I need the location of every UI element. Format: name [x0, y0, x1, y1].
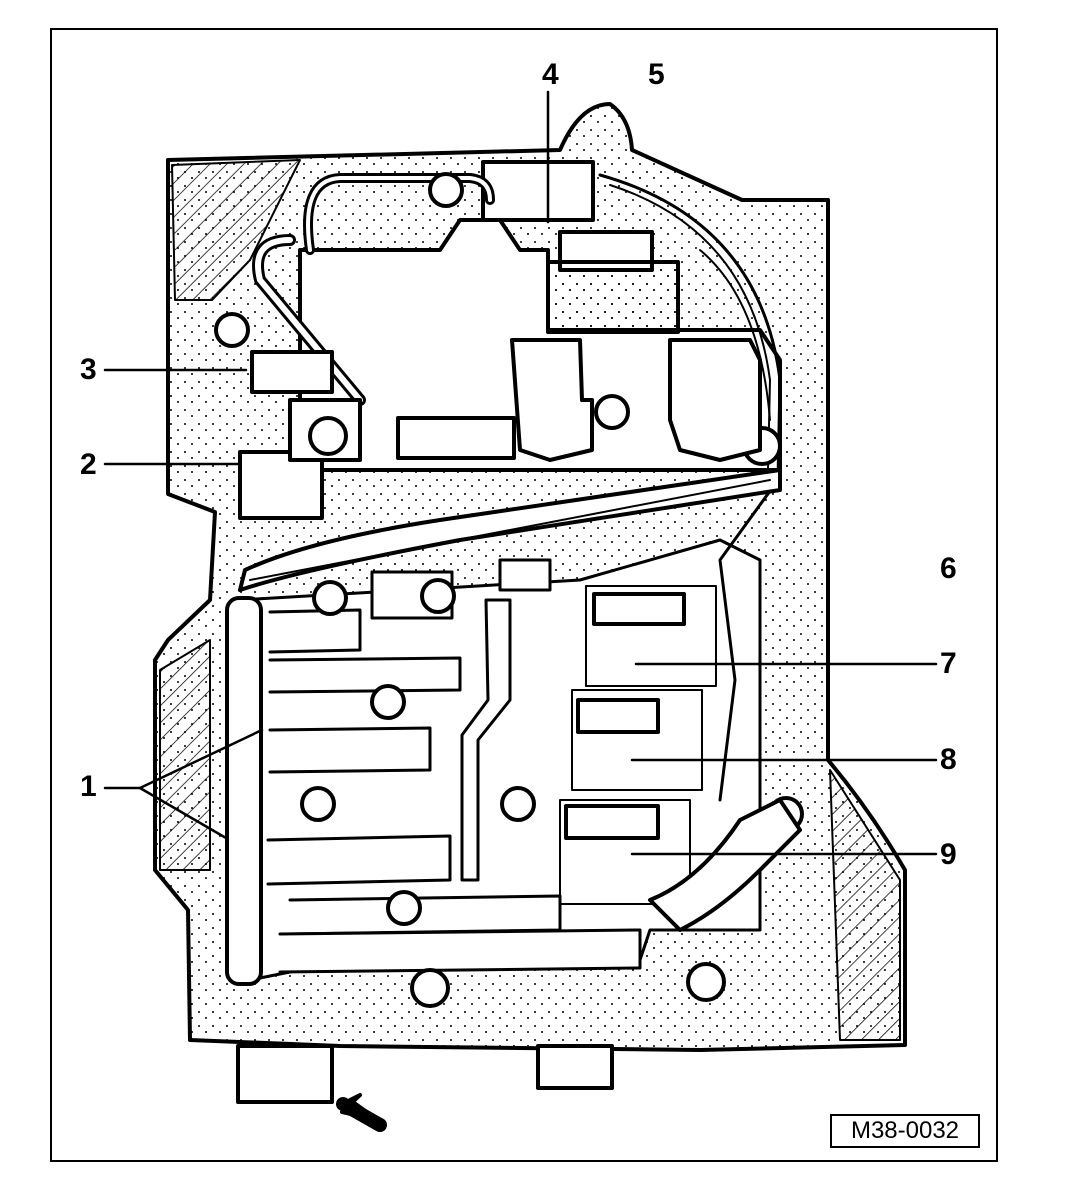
chamber-upper-right: [668, 338, 762, 462]
solenoid-7: [592, 592, 686, 626]
callout-7: 7: [940, 647, 957, 680]
callout-3: 3: [80, 353, 97, 386]
housing-hatch-bottom-right: [829, 769, 901, 1041]
upper-solenoid-4: [481, 160, 595, 222]
housing-hatch-left: [159, 639, 211, 871]
valve-bores: [266, 558, 642, 974]
block-3: [250, 350, 334, 394]
leader-lines: [103, 90, 938, 856]
lower-connector-left: [236, 1044, 334, 1104]
housing-hatch-top-left: [171, 159, 301, 301]
lower-connector-right: [536, 1044, 614, 1090]
solenoid-8: [576, 698, 660, 734]
callout-2: 2: [80, 448, 97, 481]
reference-code-box: M38-0032: [830, 1114, 980, 1148]
callout-8: 8: [940, 743, 957, 776]
solenoid-9: [564, 804, 660, 840]
callout-1: 1: [80, 770, 97, 803]
callout-9: 9: [940, 838, 957, 871]
bracket-lower-right: [648, 798, 802, 932]
tube-1: [225, 596, 263, 986]
wiring-harness-right: [598, 173, 782, 802]
block-2: [238, 450, 324, 520]
callout-5: 5: [648, 58, 665, 91]
callout-6: 6: [940, 552, 957, 585]
reference-code: M38-0032: [850, 1117, 960, 1144]
callout-4: 4: [542, 58, 559, 91]
center-channel: [460, 598, 512, 882]
